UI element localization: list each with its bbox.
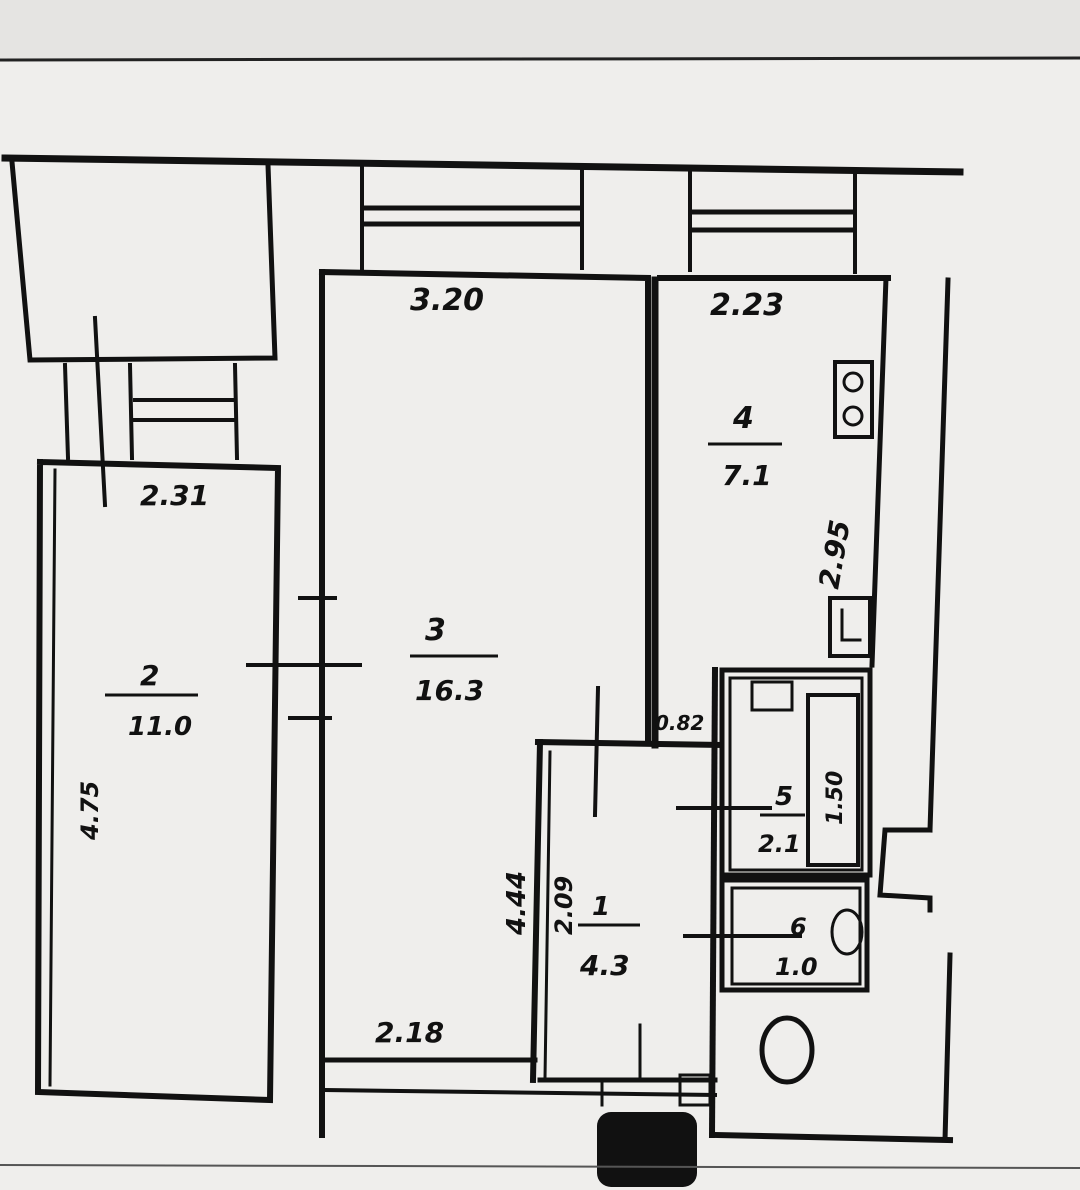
room-6-area: 1.0	[775, 953, 818, 981]
room-5-number: 5	[775, 782, 793, 812]
room-5-area: 2.1	[758, 830, 801, 858]
dim-corridor-gap: 0.82	[655, 711, 704, 735]
paper-top-strip	[0, 0, 1080, 58]
dim-room1-side: 2.09	[550, 876, 578, 935]
room-1-number: 1	[592, 892, 610, 922]
room-2-area: 11.0	[128, 712, 192, 742]
page-bottom-line	[0, 1164, 1080, 1169]
room-3-area: 16.3	[415, 674, 484, 707]
room-4-number: 4	[732, 401, 754, 436]
room-2-number: 2	[140, 659, 159, 692]
room-1-area: 4.3	[579, 949, 630, 982]
dim-room3-top: 3.20	[410, 283, 484, 318]
room-6-number: 6	[790, 913, 807, 941]
dim-room3-bottom: 2.18	[375, 1016, 444, 1049]
dim-bath-side: 1.50	[823, 771, 848, 825]
dim-room2-top: 2.31	[140, 479, 209, 512]
redacted-mark	[597, 1112, 697, 1187]
room-3-number: 3	[425, 613, 446, 648]
walls	[1, 154, 964, 1144]
dim-room3-side: 4.44	[502, 871, 532, 936]
dim-room2-side: 4.75	[76, 781, 104, 841]
room-4-area: 7.1	[722, 459, 772, 492]
room-labels: 1 4.3 2 11.0 3 16.3 4 7.1 5 2.1 6 1.0	[105, 401, 818, 982]
dim-room4-top: 2.23	[710, 288, 784, 323]
page-top-line	[0, 56, 1080, 62]
